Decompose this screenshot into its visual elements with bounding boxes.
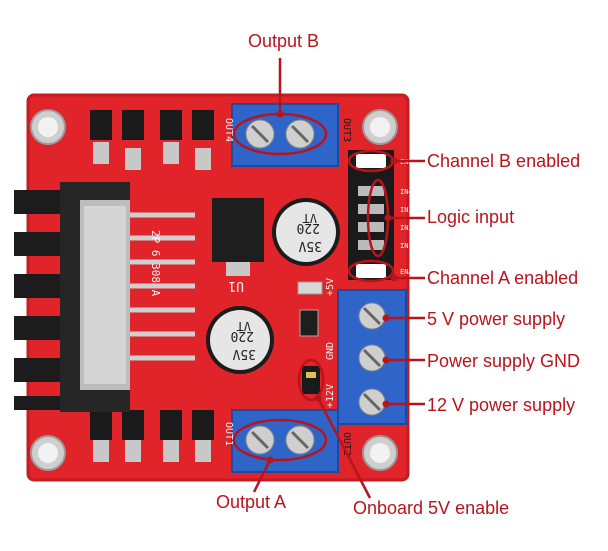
- ic-legs: [130, 212, 195, 361]
- onboard-5v-highlight: [297, 358, 325, 402]
- callout-logic-input: Logic input: [427, 207, 515, 227]
- mounting-hole-icon: [362, 435, 398, 471]
- label-out1: OUT1: [223, 422, 234, 446]
- capacitor-bottom: [206, 306, 274, 374]
- header-label-in2: IN2: [400, 224, 413, 232]
- header-label-ena: ENA: [400, 268, 413, 276]
- diode-icon: [160, 110, 182, 164]
- diode-icon: [90, 110, 112, 164]
- callout-5v-power-supply: 5 V power supply: [427, 309, 566, 329]
- diode-icon: [160, 410, 182, 462]
- smd-led: [297, 281, 323, 295]
- diode-icon: [90, 410, 112, 462]
- onboard-5v-jumper: [302, 366, 320, 394]
- terminal-power: [337, 289, 407, 425]
- voltage-regulator: [212, 198, 264, 276]
- cap-top-value: 220: [297, 220, 320, 235]
- label-out4: OUT4: [223, 118, 234, 142]
- label-out2: OUT2: [341, 432, 352, 456]
- heatsink: [14, 182, 130, 412]
- callout-channel-a-enabled: Channel A enabled: [427, 268, 579, 288]
- callout-onboard-5v-enable: Onboard 5V enable: [353, 498, 510, 518]
- diode-icon: [122, 410, 144, 462]
- smd-resistor: [299, 309, 319, 337]
- terminal-output-a: [231, 409, 339, 473]
- cap-bottom-voltage: 35V: [232, 346, 256, 361]
- header-label-in1: IN1: [400, 242, 413, 250]
- callout-channel-b-enabled: Channel B enabled: [427, 151, 581, 171]
- channel-a-highlight: [347, 259, 395, 283]
- mounting-hole-icon: [30, 435, 66, 471]
- cap-bottom-value: 220: [231, 328, 254, 343]
- cap-top-voltage: 35V: [298, 238, 322, 253]
- diode-icon: [122, 110, 144, 170]
- pin-label-plus12: +12V: [325, 384, 336, 408]
- capacitor-top: [272, 198, 340, 266]
- diode-icon: [192, 410, 214, 462]
- pin-label-gnd: GND: [325, 342, 336, 360]
- callout-lines: [252, 58, 425, 499]
- output-a-highlight: [232, 418, 328, 462]
- pin-label-plus5: +5V: [325, 278, 336, 296]
- callout-output-b: Output B: [248, 31, 320, 51]
- mounting-hole-icon: [30, 109, 66, 145]
- callout-12v-power-supply: 12 V power supply: [427, 395, 576, 415]
- callout-output-a: Output A: [216, 492, 287, 512]
- cap-bottom-brand: VT: [237, 319, 251, 333]
- header-label-in3: IN3: [400, 206, 413, 214]
- callout-dots: [266, 110, 398, 464]
- label-out3: OUT3: [341, 118, 352, 142]
- ic-marking: 2P 6 308 A: [149, 230, 162, 297]
- callout-power-supply-gnd: Power supply GND: [427, 351, 581, 371]
- header-label-in4: IN4: [400, 188, 413, 196]
- cap-top-brand: VT: [303, 211, 317, 225]
- regulator-label: U1: [228, 278, 244, 293]
- diode-icon: [192, 110, 214, 170]
- mounting-hole-icon: [362, 109, 398, 145]
